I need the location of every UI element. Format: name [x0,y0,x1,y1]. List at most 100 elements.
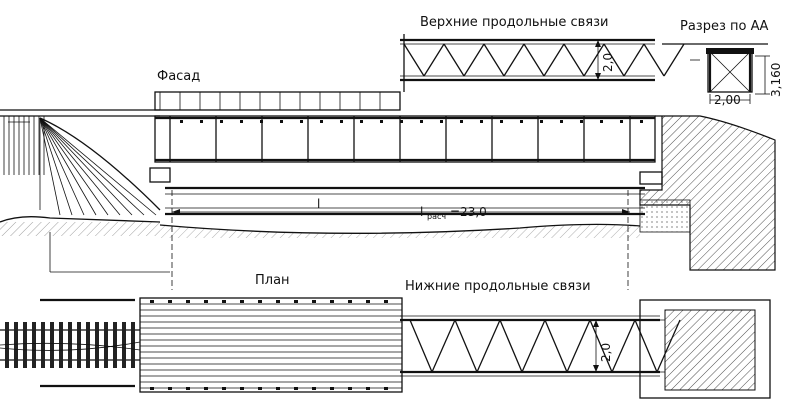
deck-mark [330,300,334,303]
rail-tie [59,322,63,368]
deck-mark [240,387,244,390]
lower-diagonal [544,319,568,373]
lower-bracing-label: Нижние продольные связи [405,279,591,294]
span-symbol: l [420,205,423,219]
tie-marker [240,120,243,123]
deck-mark [294,387,298,390]
lower-bracing-view: Нижние продольные связи 2,0 [400,279,681,377]
lower-diagonal [476,319,501,373]
rail-tie [113,322,117,368]
section-aa-view: Разрез по АА 2,00 3,160 [662,19,783,107]
deck-mark [258,300,262,303]
span-inner-label: l [317,197,320,211]
plan-view: План Нижние продольные связи [0,273,771,399]
tie-marker [260,120,263,123]
tie-marker [620,120,623,123]
deck-mark [348,300,352,303]
cone-ray [39,117,97,216]
right-abutment [639,115,776,271]
upper-diagonal [463,43,485,77]
cone-ray [39,117,157,216]
tie-marker [560,120,563,123]
tie-marker [320,120,323,123]
section-height-dim: 3,160 [769,63,783,97]
tie-marker [380,120,383,123]
tie-marker [460,120,463,123]
rail-tie [23,322,27,368]
deck-mark [168,387,172,390]
upper-diagonal [583,43,605,77]
deck-mark [384,387,388,390]
section-width-dim: 2,00 [714,93,741,107]
deck-mark [150,300,154,303]
upper-diagonal [543,43,565,77]
upper-diagonal [483,43,505,77]
lower-diagonal [499,319,523,373]
upper-diagonal [603,43,625,77]
lower-diagonal [634,319,658,373]
track-ties [0,298,141,388]
rail-tie [131,322,135,368]
tie-marker [500,120,503,123]
tie-marker [520,120,523,123]
cone-ray [39,117,133,216]
upper-diagonal [563,43,585,77]
lower-diagonal [521,319,546,373]
lower-diagonal [589,319,613,373]
lower-diagonal [454,319,478,373]
tie-marker [480,120,483,123]
deck-mark [168,300,172,303]
upper-diagonal [643,43,665,77]
tie-marker [220,120,223,123]
embankment-cone [39,117,161,216]
rail-tie [5,322,9,368]
tie-marker [400,120,403,123]
upper-diagonal [503,43,525,77]
span-value: =23,0 [450,205,487,219]
deck-mark [330,387,334,390]
deck-mark [222,300,226,303]
rail-tie [68,322,72,368]
deck-mark [348,387,352,390]
deck-mark [258,387,262,390]
deck-mark [186,300,190,303]
tie-marker [300,120,303,123]
rail-tie [41,322,45,368]
span-subscript: расч [427,212,446,221]
rail-tie [77,322,81,368]
tie-marker [580,120,583,123]
deck-mark [204,387,208,390]
tie-marker [440,120,443,123]
deck-mark [204,300,208,303]
cone-ray [39,117,73,216]
rail-tie [50,322,54,368]
deck-plan [139,297,403,393]
lower-diagonal [566,319,591,373]
deck-mark [294,300,298,303]
abutment-plan [639,299,771,399]
deck-mark [276,387,280,390]
approach-trestle [0,109,160,175]
upper-diagonal [443,43,465,77]
upper-diagonal [623,43,645,77]
facade-view: l l расч =23,0 Фасад [0,69,776,290]
cone-ray [39,117,121,216]
facade-label: Фасад [157,69,200,84]
tie-marker [280,120,283,123]
deck-mark [186,387,190,390]
tie-marker [540,120,543,123]
deck-mark [366,387,370,390]
tie-marker [180,120,183,123]
deck-mark [384,300,388,303]
deck-mark [366,300,370,303]
facade-truss [154,91,656,163]
tie-marker [360,120,363,123]
upper-diagonal [663,43,685,77]
upper-diagonal [403,43,425,77]
rail-tie [104,322,108,368]
deck-mark [222,387,226,390]
main-girder [149,167,663,216]
lower-diagonal [611,319,636,373]
lower-height-dim: 2,0 [599,343,613,362]
